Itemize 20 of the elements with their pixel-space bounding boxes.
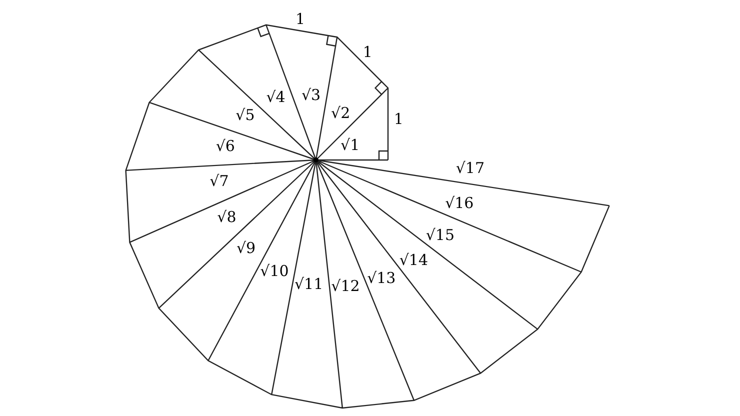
length-label: √16 <box>445 195 474 212</box>
length-label: √5 <box>236 107 255 124</box>
length-label: √17 <box>456 160 485 176</box>
length-label: √12 <box>331 278 360 294</box>
length-label: √15 <box>426 226 455 243</box>
length-label: √13 <box>367 270 396 286</box>
length-label: √1 <box>340 136 360 152</box>
length-label: √4 <box>266 88 286 105</box>
length-label: 1 <box>296 11 306 28</box>
length-label: √2 <box>331 105 350 122</box>
length-label: √9 <box>236 240 256 256</box>
length-label: √3 <box>301 87 321 104</box>
length-label: 1 <box>394 110 404 127</box>
length-label: √14 <box>399 252 428 268</box>
length-label: √6 <box>216 138 235 154</box>
length-label: √7 <box>210 173 229 190</box>
length-label: 1 <box>362 44 372 60</box>
length-label: √10 <box>260 262 289 279</box>
length-label: √11 <box>294 276 324 292</box>
length-label: √8 <box>217 208 236 225</box>
